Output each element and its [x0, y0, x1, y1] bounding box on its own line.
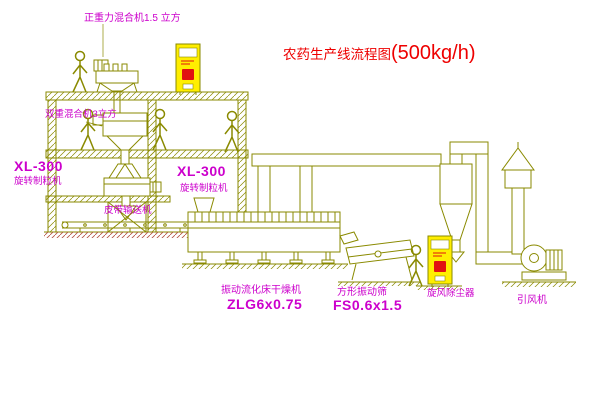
- label-granulator-right-name: 旋转制粒机: [180, 183, 228, 194]
- building-frame: [44, 91, 254, 238]
- control-panel-upper: [175, 43, 201, 96]
- title-capacity: (500kg/h): [391, 42, 476, 64]
- label-gravity-mixer: 正重力混合机1.5 立方: [84, 13, 181, 24]
- label-double-mixer: 双重混合机3立方: [45, 109, 117, 120]
- label-dryer-name: 振动流化床干燥机: [221, 285, 301, 296]
- label-screen-name: 方形振动筛: [337, 287, 387, 298]
- label-granulator-left-model: XL-300: [14, 158, 63, 174]
- worker-figure: [224, 110, 240, 153]
- label-screen-model: FS0.6x1.5: [333, 297, 403, 313]
- label-fan: 引风机: [517, 295, 547, 306]
- label-granulator-left-name: 旋转制粒机: [14, 176, 62, 187]
- label-granulator-right-model: XL-300: [177, 163, 226, 179]
- fluid-bed-dryer: [182, 197, 348, 269]
- title-text: 农药生产线流程图: [283, 47, 391, 62]
- label-cyclone: 旋风除尘器: [427, 288, 475, 299]
- label-belt-conveyor: 皮带输送机: [104, 205, 152, 216]
- diagram-title: 农药生产线流程图(500kg/h): [283, 42, 476, 65]
- worker-figure: [408, 244, 424, 287]
- cyclone-dust-collector: [439, 141, 523, 265]
- gravity-mixer: [93, 59, 139, 113]
- rotary-granulator: [103, 163, 162, 233]
- worker-figure: [152, 108, 168, 151]
- exhaust-stack: [501, 142, 535, 255]
- double-mixer: [92, 112, 148, 165]
- label-dryer-model: ZLG6x0.75: [227, 296, 303, 312]
- induced-draft-fan: [502, 244, 576, 287]
- vibrating-screen: [338, 231, 462, 290]
- exhaust-duct: [251, 153, 442, 213]
- control-panel-lower: [427, 235, 453, 288]
- worker-figure: [72, 50, 88, 93]
